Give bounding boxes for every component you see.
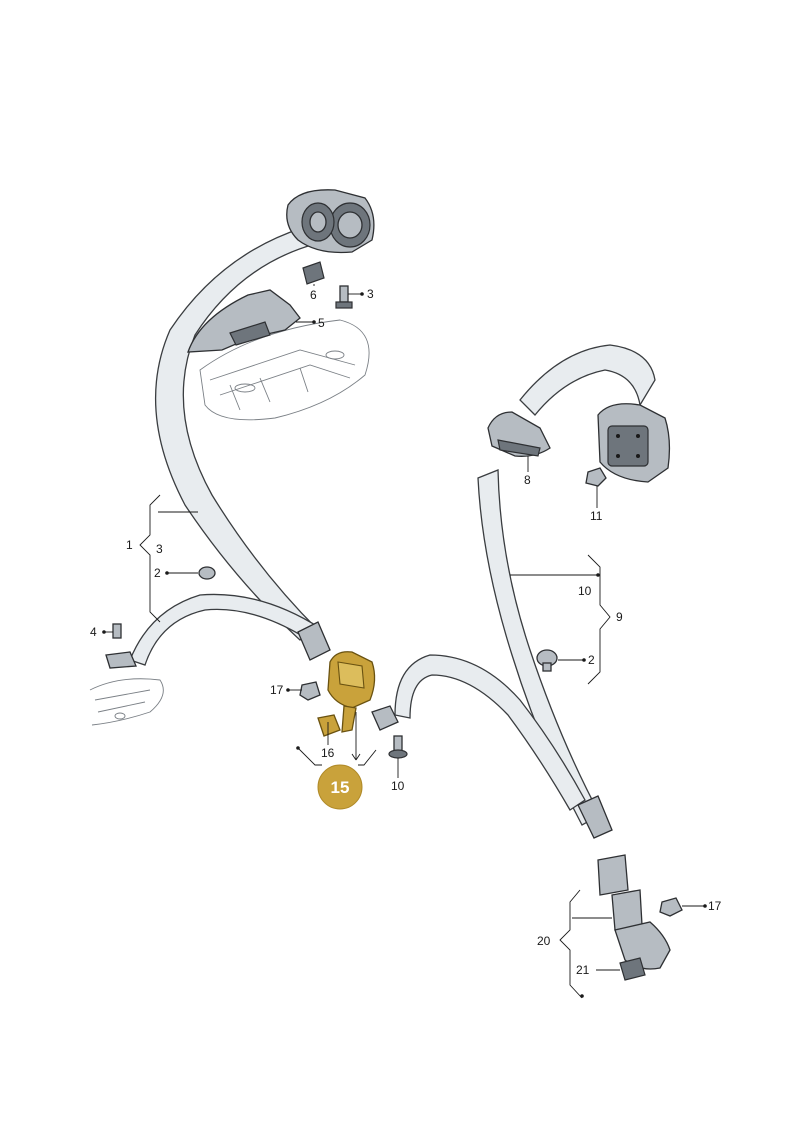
front-belt-strap xyxy=(154,227,320,641)
belt-guide-bracket-5 xyxy=(187,289,301,353)
bolt-4-anchor xyxy=(105,623,137,669)
callout-20: 20 xyxy=(537,934,551,948)
callout-8: 8 xyxy=(524,473,531,487)
callout-11: 11 xyxy=(590,509,603,523)
seat-buckle-assembly-20 xyxy=(597,854,671,981)
callout-16: 16 xyxy=(321,746,335,760)
part-15-badge-label: 15 xyxy=(331,778,350,797)
nut-11 xyxy=(585,467,607,487)
bolt-3-upper xyxy=(335,285,353,309)
callout-9: 9 xyxy=(616,610,623,624)
rear-belt-strap-main xyxy=(477,469,601,826)
clip-2-left xyxy=(198,566,216,580)
highlighted-belt-buckle-15 xyxy=(317,651,376,737)
callout-2-left: 2 xyxy=(154,566,161,580)
callout-21: 21 xyxy=(576,963,590,977)
nut-17-left xyxy=(299,681,321,701)
callout-3-upper: 3 xyxy=(367,287,374,301)
callout-17-right: 17 xyxy=(708,899,722,913)
callout-3-left: 3 xyxy=(156,542,163,556)
belt-guide-8 xyxy=(487,411,551,457)
belt-end-fitting-right xyxy=(577,795,613,839)
callout-labels: 6 3 5 1 3 2 4 8 11 10 9 2 17 16 10 17 20… xyxy=(90,287,722,977)
callout-10-lower: 10 xyxy=(391,779,405,793)
upper-floor-panel xyxy=(199,319,370,421)
callout-5: 5 xyxy=(318,316,325,330)
callout-1: 1 xyxy=(126,538,133,552)
upper-retractor xyxy=(286,189,375,254)
lower-left-floor-panel xyxy=(89,678,164,726)
lap-belt-strap-right xyxy=(394,654,586,811)
bracket-5-slot xyxy=(229,321,271,346)
anchor-plate-10 xyxy=(371,705,399,731)
callout-2-right: 2 xyxy=(588,653,595,667)
rear-belt-strap-upper xyxy=(519,344,656,416)
part-15-badge[interactable]: 15 xyxy=(317,764,363,810)
callout-6: 6 xyxy=(310,288,317,302)
cover-plate-6 xyxy=(302,261,325,285)
callout-10-right: 10 xyxy=(578,584,592,598)
rear-retractor xyxy=(597,403,671,483)
clip-2-right xyxy=(536,649,558,672)
callout-17-left: 17 xyxy=(270,683,284,697)
nut-17-right xyxy=(659,897,683,917)
belt-tongue-sleeve xyxy=(297,621,331,661)
leader-lines xyxy=(102,284,707,999)
bolt-10-lower xyxy=(388,735,408,759)
callout-4: 4 xyxy=(90,625,97,639)
